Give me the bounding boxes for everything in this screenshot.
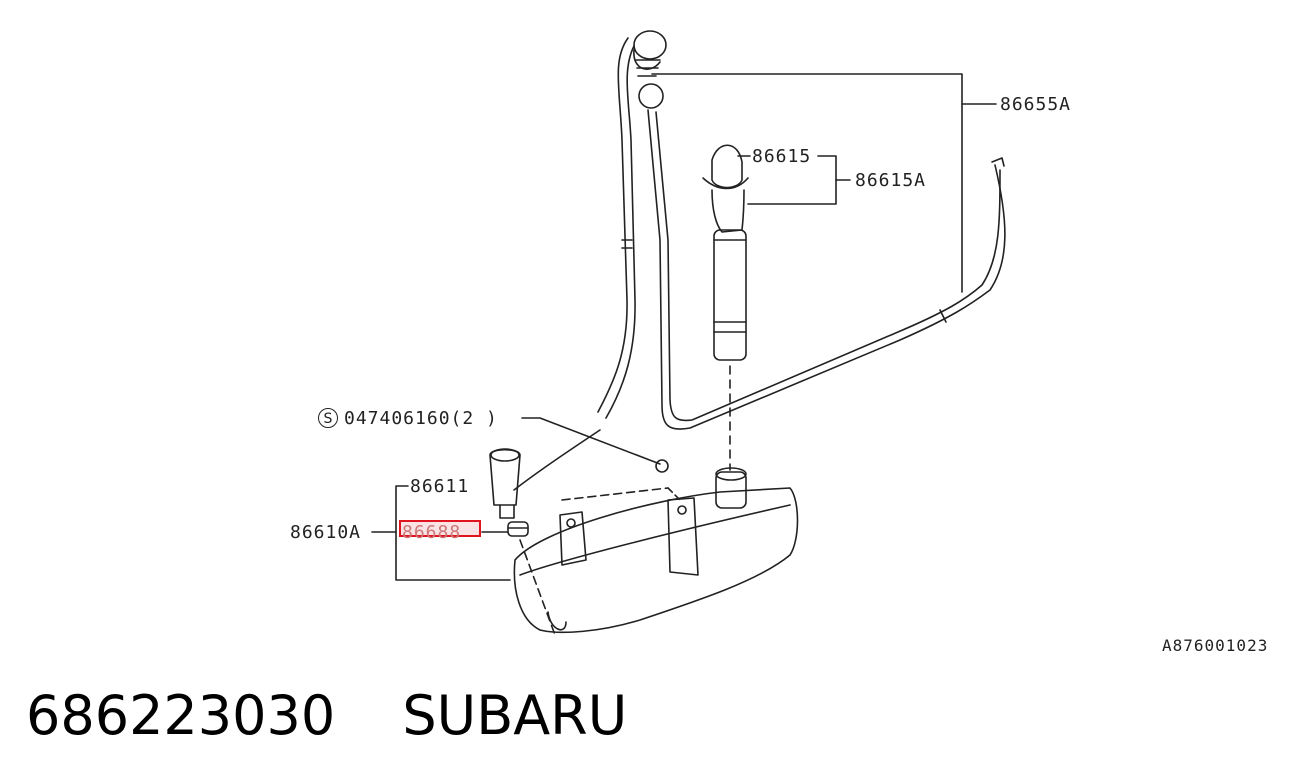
label-86611: 86611 (410, 476, 470, 497)
label-86688[interactable]: 86688 (402, 522, 462, 543)
caption-part-number: 686223030 (26, 684, 336, 747)
label-86655A: 86655A (1000, 94, 1072, 115)
caption: 686223030 SUBARU (26, 684, 627, 747)
diagram-code: A876001023 (1162, 636, 1269, 655)
washer-hose-left (597, 37, 636, 419)
parts-diagram (371, 30, 1006, 636)
washer-tank (513, 467, 799, 634)
label-screw-code: 047406160(2 ) (344, 408, 498, 429)
label-86615: 86615 (752, 146, 812, 167)
grommet (507, 521, 556, 636)
s-symbol: S (318, 408, 338, 428)
label-86610A: 86610A (290, 522, 362, 543)
leader-lines (371, 73, 997, 581)
caption-brand: SUBARU (402, 684, 628, 747)
washer-hose-right (638, 83, 1006, 430)
label-86615A: 86615A (855, 170, 927, 191)
highlight-box[interactable] (399, 520, 481, 537)
hose-connector-top (633, 30, 667, 77)
washer-pump (489, 429, 601, 519)
bolt (655, 459, 669, 473)
filler-neck (702, 144, 749, 361)
